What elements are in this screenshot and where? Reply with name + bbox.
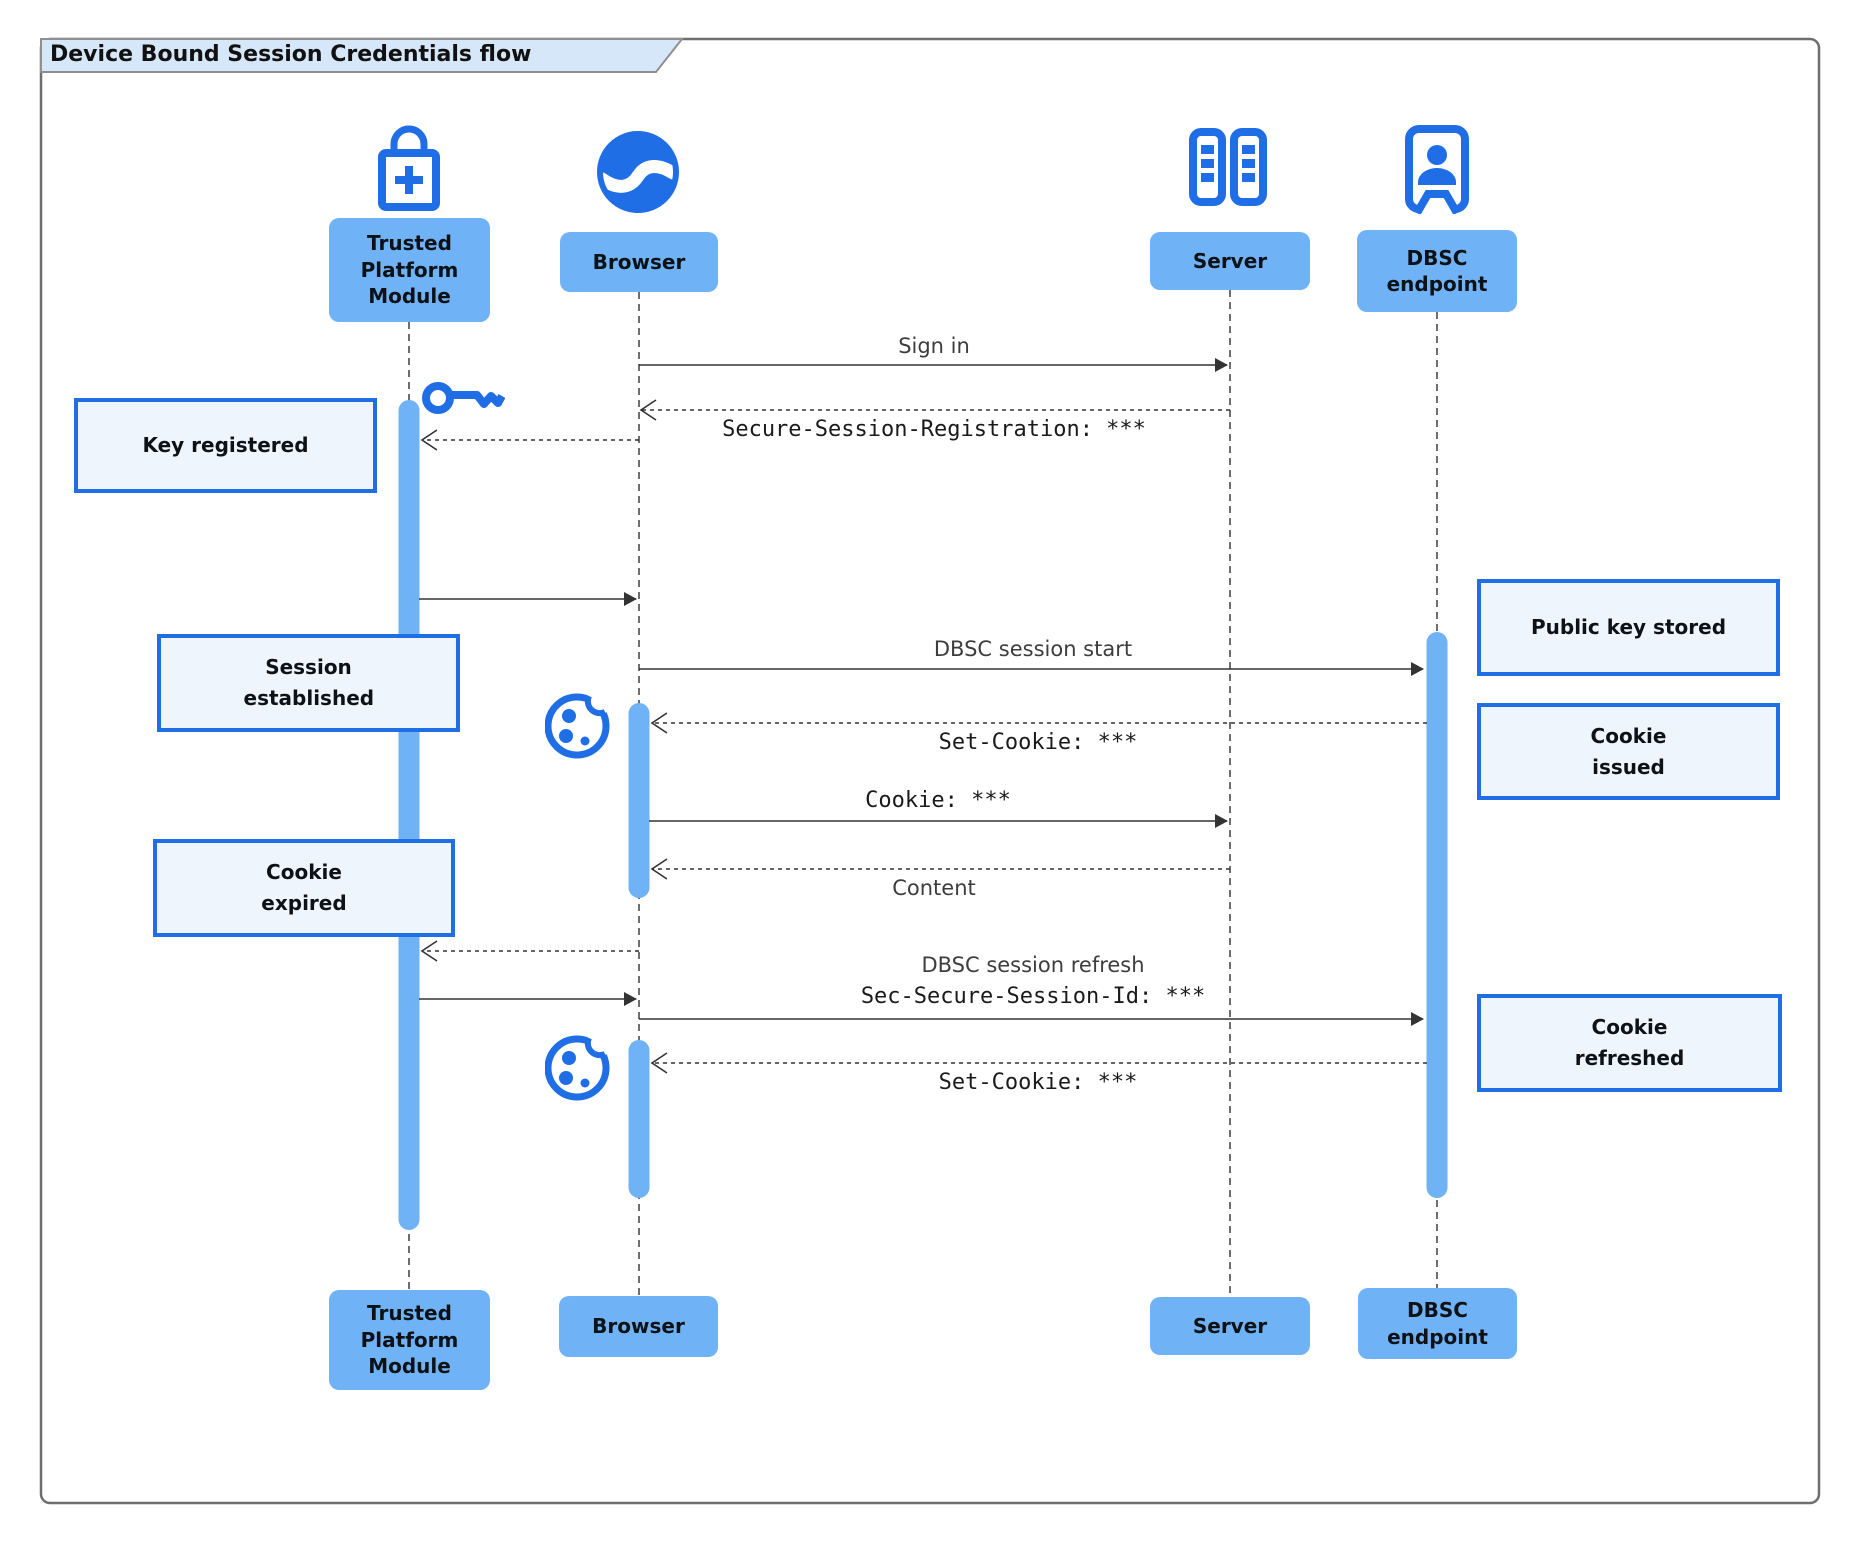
door-person-icon [1405, 125, 1469, 214]
activation-browser-2 [628, 1040, 650, 1198]
message-label-sec-secure-session-id: Sec-Secure-Session-Id: *** [860, 984, 1206, 1009]
actor-dbsc-top: DBSC endpoint [1357, 230, 1517, 312]
key-icon [422, 382, 505, 414]
note-public-key-stored: Public key stored [1477, 579, 1780, 676]
actor-server-top: Server [1150, 232, 1310, 290]
note-cookie-issued: Cookie issued [1477, 703, 1780, 800]
diagram-title: Device Bound Session Credentials flow [50, 42, 532, 67]
message-label-set-cookie-1: Set-Cookie: *** [938, 730, 1138, 755]
note-cookie-refreshed: Cookie refreshed [1477, 994, 1782, 1092]
activation-tpm [398, 400, 420, 1230]
actor-tpm-top: Trusted Platform Module [329, 218, 490, 322]
message-label-content: Content [892, 876, 976, 900]
actor-dbsc-bottom: DBSC endpoint [1358, 1288, 1517, 1359]
title-tab [40, 38, 685, 73]
globe-icon [597, 131, 679, 213]
cookie-icon [545, 1025, 611, 1101]
cookie-icon [545, 683, 611, 759]
message-label-set-cookie-2: Set-Cookie: *** [938, 1070, 1138, 1095]
lock-plus-icon [378, 125, 440, 211]
note-session-established: Session established [157, 634, 460, 732]
activation-browser-1 [628, 703, 650, 898]
note-cookie-expired: Cookie expired [153, 839, 455, 937]
message-label-cookie: Cookie: *** [865, 788, 1011, 813]
note-key-registered: Key registered [74, 398, 377, 493]
message-label-dbsc-session-refresh: DBSC session refresh [921, 953, 1145, 977]
actor-server-bottom: Server [1150, 1297, 1310, 1355]
actor-browser-top: Browser [560, 232, 718, 292]
message-label-session-registration: Secure-Session-Registration: *** [722, 417, 1146, 442]
activation-dbsc [1426, 632, 1448, 1198]
actor-browser-bottom: Browser [559, 1296, 718, 1357]
actor-tpm-bottom: Trusted Platform Module [329, 1290, 490, 1390]
server-rack-icon [1189, 128, 1267, 206]
message-label-dbsc-session-start: DBSC session start [933, 637, 1133, 661]
message-label-sign-in: Sign in [898, 334, 970, 358]
